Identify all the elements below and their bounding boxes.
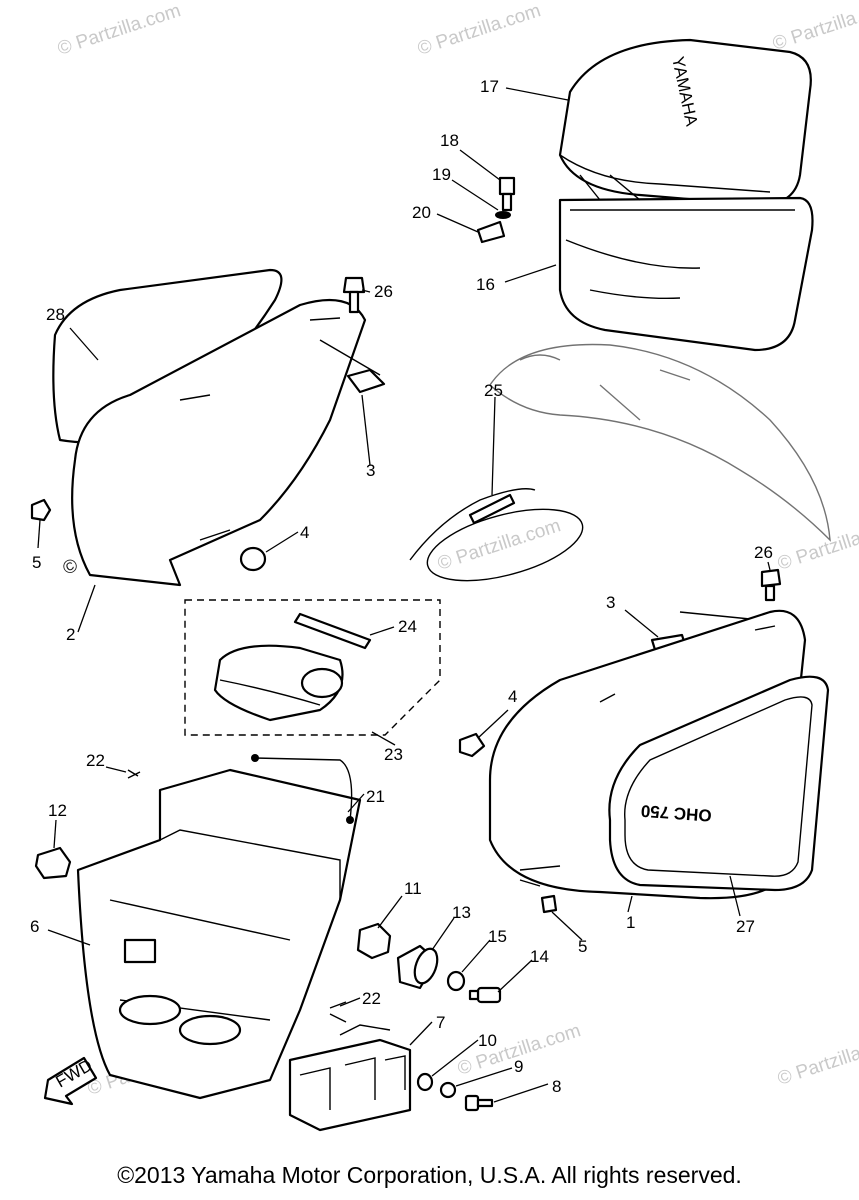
callout-2: 2 [66, 625, 75, 644]
callout-7: 7 [436, 1013, 445, 1032]
callout-4b: 4 [508, 687, 517, 706]
watermark: © Partzilla.com [775, 515, 859, 575]
callouts: 17 18 19 20 16 26 28 3 4 5 2 25 24 23 26… [30, 77, 773, 1096]
knob-26-right [760, 568, 782, 602]
leader-lines [37, 87, 771, 1103]
callout-25: 25 [484, 381, 503, 400]
airbox [558, 174, 814, 352]
watermark: © Partzilla.com [775, 1030, 859, 1090]
callout-20: 20 [412, 203, 431, 222]
grommet-4-left [239, 546, 267, 572]
left-side-cover-inner [71, 298, 367, 587]
callout-11: 11 [404, 879, 422, 898]
airbox-cover: YAMAHA [558, 38, 812, 207]
callout-1: 1 [626, 913, 635, 932]
callout-24: 24 [398, 617, 417, 636]
copyright-notice: ©2013 Yamaha Motor Corporation, U.S.A. A… [117, 1162, 742, 1188]
grommet-20 [476, 220, 506, 244]
callout-3a: 3 [366, 461, 375, 480]
bolt-18 [498, 176, 516, 212]
callout-5b: 5 [578, 937, 587, 956]
callout-28: 28 [46, 305, 65, 324]
callout-13: 13 [452, 903, 471, 922]
callout-12: 12 [48, 801, 67, 820]
clip-22-top [127, 769, 141, 779]
damper-13 [396, 944, 439, 990]
watermark: © Partzilla.com [435, 515, 563, 575]
watermark: © Partzilla.com [55, 0, 183, 60]
relay-12 [34, 846, 72, 880]
washer-19 [495, 211, 511, 219]
fuse-block-7 [288, 1024, 412, 1132]
watermark: © Partzilla.com [415, 0, 543, 60]
callout-9: 9 [514, 1057, 523, 1076]
grommet-11 [356, 922, 392, 960]
side-cover-badge: OHC 750 [640, 801, 712, 825]
clip-22-bottom [329, 1001, 347, 1023]
callout-10: 10 [478, 1031, 497, 1050]
cable-25 [409, 488, 584, 582]
nut-5-left [30, 498, 52, 522]
emblem-27: OHC 750 [608, 675, 830, 892]
toolkit-box-23 [184, 599, 441, 736]
fwd-arrow: FWD [43, 1056, 98, 1106]
nut-5-right [540, 894, 558, 914]
bolt-14 [468, 986, 502, 1004]
toolkit-24 [213, 612, 372, 722]
screw-8 [464, 1094, 494, 1112]
callout-5a: 5 [32, 553, 41, 572]
callout-6: 6 [30, 917, 39, 936]
battery-box [76, 768, 362, 1100]
callout-22a: 22 [86, 751, 105, 770]
washer-10 [416, 1072, 434, 1092]
callout-3b: 3 [606, 593, 615, 612]
callout-18: 18 [440, 131, 459, 150]
callout-22b: 22 [362, 989, 381, 1008]
damper-3-left [346, 368, 386, 394]
callout-8: 8 [552, 1077, 561, 1096]
callout-23: 23 [384, 745, 403, 764]
callout-26a: 26 [374, 282, 393, 301]
callout-21: 21 [366, 787, 385, 806]
callout-26b: 26 [754, 543, 773, 562]
grommet-4-right [458, 732, 486, 758]
rear-fender [489, 343, 831, 542]
washer-15 [446, 970, 466, 992]
callout-4a: 4 [300, 523, 309, 542]
callout-27: 27 [736, 917, 755, 936]
spring-washer-9 [439, 1081, 457, 1099]
callout-19: 19 [432, 165, 451, 184]
knob-26-left [342, 276, 366, 314]
watermark: © Partzilla.com [770, 0, 859, 55]
callout-15: 15 [488, 927, 507, 946]
callout-17: 17 [480, 77, 499, 96]
callout-16: 16 [476, 275, 495, 294]
callout-14: 14 [530, 947, 549, 966]
